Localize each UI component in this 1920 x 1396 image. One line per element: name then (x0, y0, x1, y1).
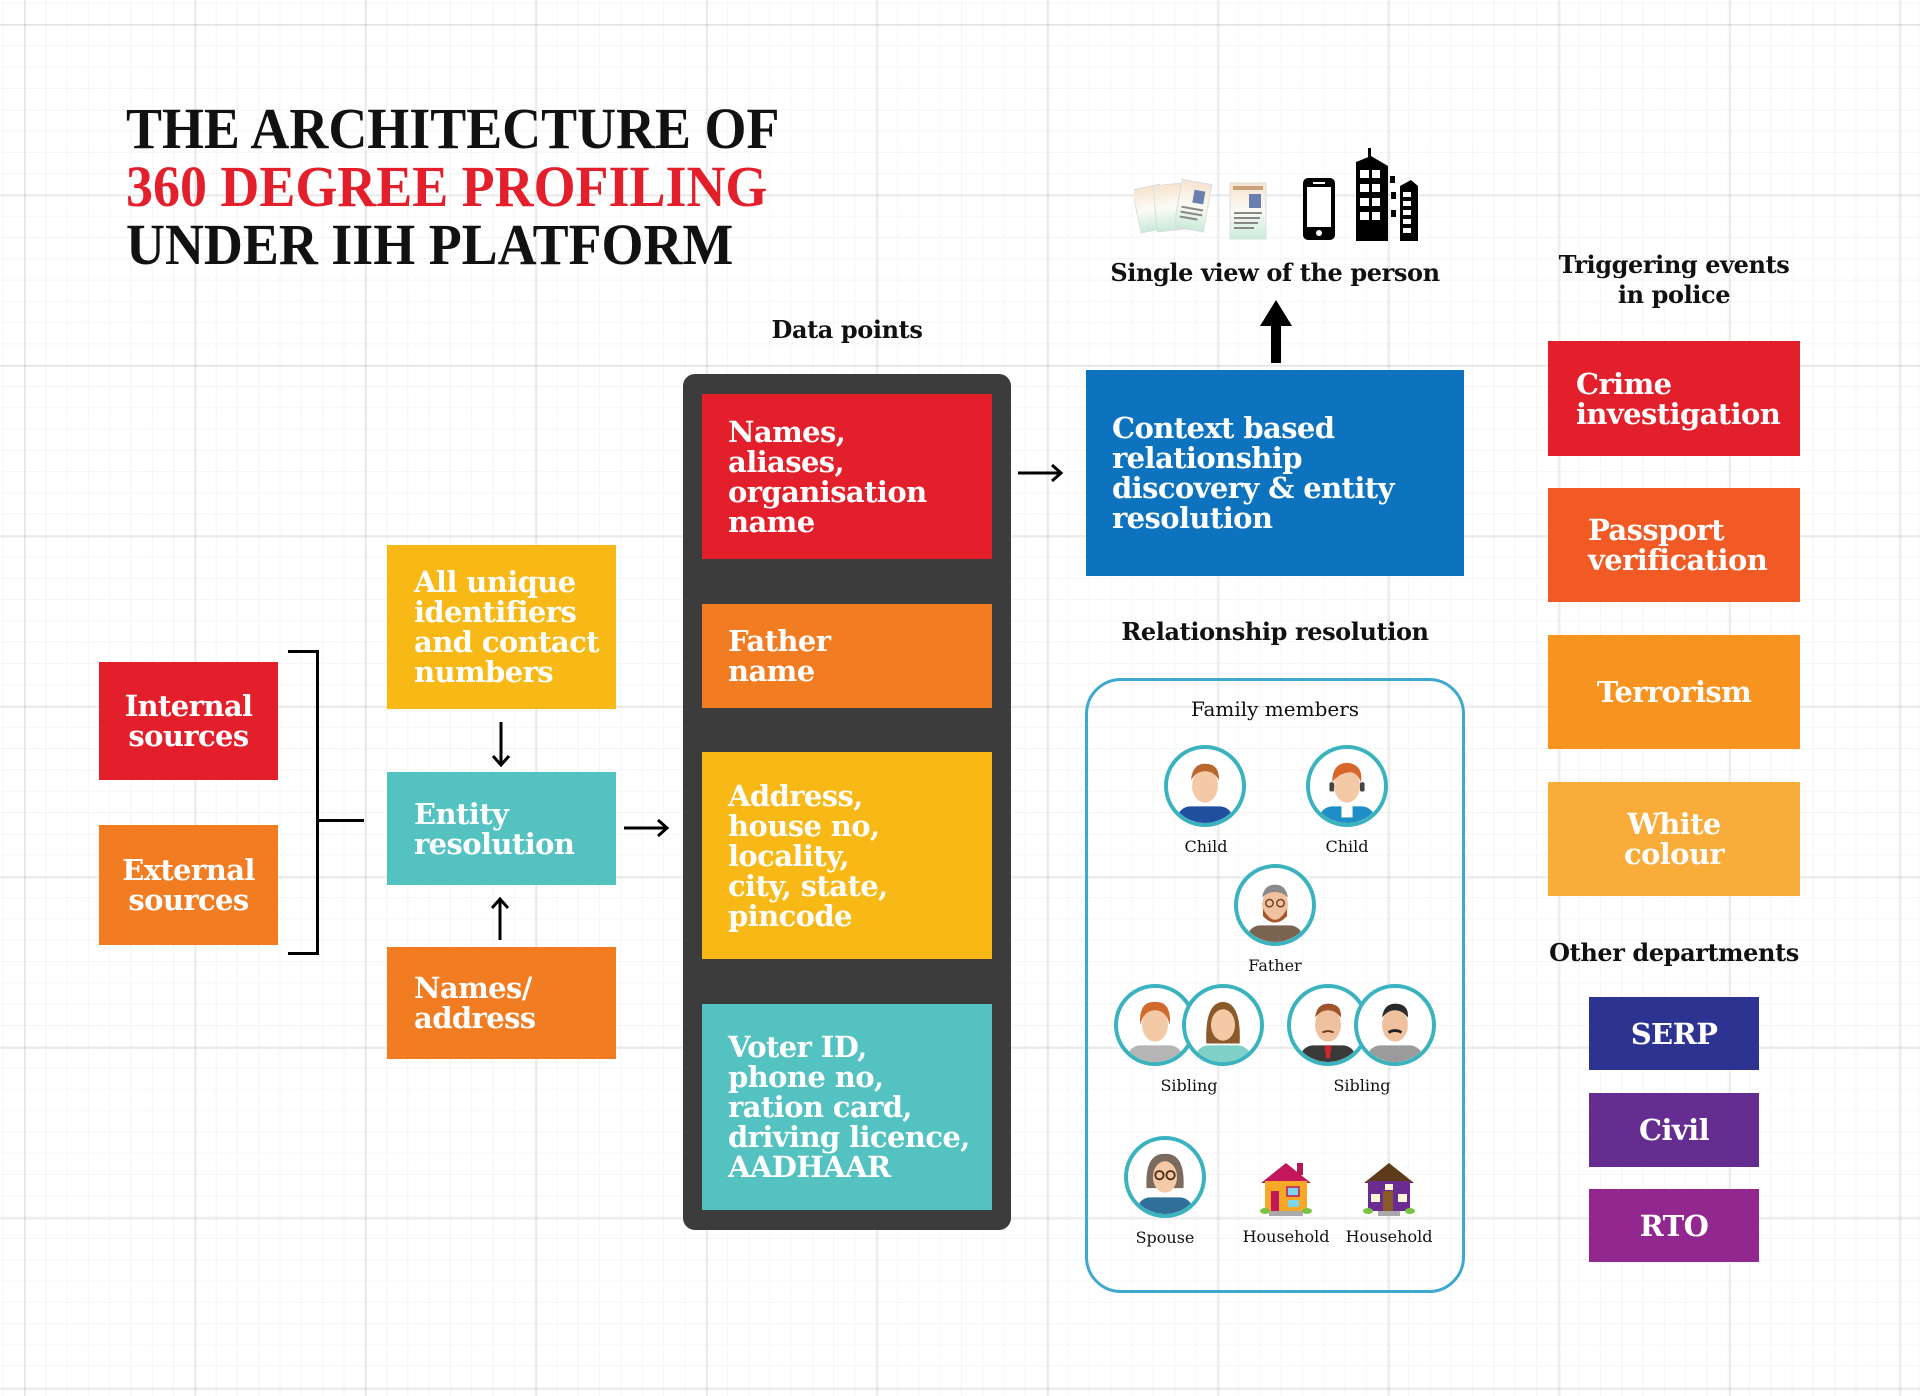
names-address-box: Names/ address (387, 947, 616, 1059)
entity-resolution-label: Entity resolution (414, 796, 575, 861)
triggering-events-heading: Triggering events in police (1558, 250, 1790, 309)
family-members-heading: Family members (1190, 697, 1360, 721)
house-orange-icon (1260, 1163, 1312, 1216)
identifiers-label: All unique identifiers and contact numbe… (414, 565, 600, 689)
label-child-1: Child (1184, 837, 1228, 856)
external-sources-box: External sources (99, 825, 278, 945)
data-points-heading: Data points (771, 315, 923, 344)
department-label: RTO (1639, 1208, 1709, 1243)
names-address-label: Names/ address (414, 971, 536, 1035)
trigger-white-colour: White colour (1548, 782, 1800, 896)
label-child-2: Child (1325, 837, 1369, 856)
id-card-icon (1229, 182, 1267, 240)
other-departments-heading: Other departments (1549, 938, 1799, 967)
data-point-address: Address, house no, locality, city, state… (702, 752, 992, 959)
voter-id-cards-icon (1134, 178, 1213, 234)
label-household-2: Household (1345, 1227, 1433, 1246)
avatar-spouse (1124, 1136, 1206, 1218)
internal-sources-label: Internal sources (124, 689, 253, 753)
arrow-right-icon (1018, 463, 1064, 483)
avatar-sibling-male-2 (1354, 984, 1436, 1066)
external-sources-label: External sources (122, 853, 255, 917)
department-label: SERP (1630, 1016, 1718, 1051)
label-spouse: Spouse (1135, 1228, 1195, 1247)
single-view-label: Single view of the person (1110, 258, 1440, 287)
data-point-names: Names, aliases, organisation name (702, 394, 992, 559)
avatar-child-girl (1306, 745, 1388, 827)
trigger-label: White colour (1623, 807, 1725, 871)
internal-sources-box: Internal sources (99, 662, 278, 780)
label-sibling-2: Sibling (1333, 1076, 1391, 1095)
department-rto: RTO (1589, 1189, 1759, 1262)
avatar-child-boy (1164, 745, 1246, 827)
label-household-1: Household (1242, 1227, 1330, 1246)
family-members-box (1085, 678, 1465, 1293)
page-title: THE ARCHITECTURE OF 360 DEGREE PROFILING… (126, 100, 779, 274)
data-point-ids: Voter ID, phone no, ration card, driving… (702, 1004, 992, 1210)
avatar-father (1234, 864, 1316, 946)
arrow-down-icon (491, 722, 511, 768)
title-line-3: UNDER IIH PLATFORM (126, 212, 734, 277)
trigger-label: Terrorism (1596, 675, 1752, 709)
trigger-label: Passport verification (1588, 513, 1768, 577)
context-resolution-box: Context based relationship discovery & e… (1086, 370, 1464, 576)
department-civil: Civil (1589, 1093, 1759, 1167)
avatar-sibling-female-2 (1182, 984, 1264, 1066)
department-serp: SERP (1589, 997, 1759, 1070)
entity-resolution-box: Entity resolution (387, 772, 616, 885)
data-point-label: Address, house no, locality, city, state… (728, 778, 888, 933)
arrow-up-icon (490, 896, 510, 940)
department-label: Civil (1639, 1113, 1710, 1147)
title-line-2: 360 DEGREE PROFILING (126, 154, 768, 219)
label-sibling-1: Sibling (1160, 1076, 1218, 1095)
identifiers-box: All unique identifiers and contact numbe… (387, 545, 616, 709)
smartphone-icon (1303, 178, 1335, 240)
trigger-terrorism: Terrorism (1548, 635, 1800, 749)
data-point-label: Names, aliases, organisation name (728, 414, 927, 539)
data-point-label: Voter ID, phone no, ration card, driving… (728, 1030, 970, 1184)
arrow-up-thick-icon (1260, 300, 1292, 363)
house-purple-icon (1363, 1163, 1415, 1216)
relationship-heading: Relationship resolution (1121, 617, 1429, 646)
trigger-label: Crime investigation (1576, 366, 1781, 431)
data-point-father: Father name (702, 604, 992, 708)
label-father: Father (1248, 956, 1302, 975)
title-line-1: THE ARCHITECTURE OF (126, 96, 780, 161)
trigger-passport-verification: Passport verification (1548, 488, 1800, 602)
context-resolution-label: Context based relationship discovery & e… (1112, 411, 1394, 535)
buildings-icon (1356, 148, 1418, 241)
trigger-crime-investigation: Crime investigation (1548, 341, 1800, 456)
arrow-right-icon (624, 818, 670, 838)
data-point-label: Father name (728, 624, 831, 688)
